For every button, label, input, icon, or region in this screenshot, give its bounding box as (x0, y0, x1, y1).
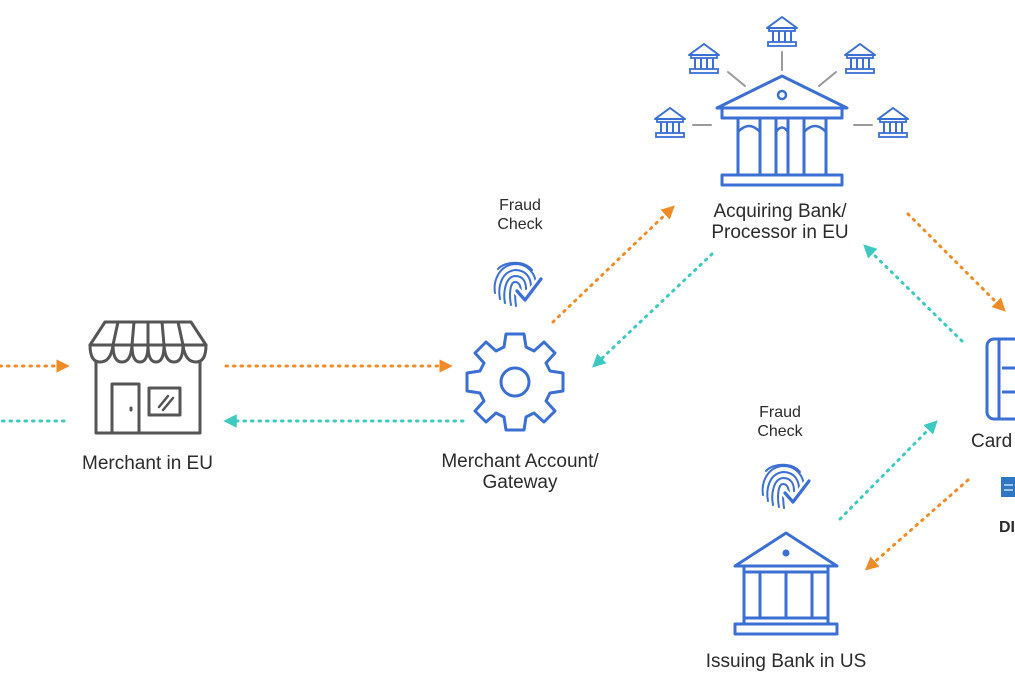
gear-icon (465, 332, 565, 432)
merchant-label: Merchant in EU (82, 453, 213, 474)
small-bank-icon (844, 43, 876, 74)
fraud-check-line2: Check (757, 423, 803, 441)
fingerprint-check-icon (495, 263, 541, 306)
fraud-check-line1: Fraud (499, 197, 541, 214)
bank-icon (715, 74, 849, 187)
arrow-network-to-issuer (864, 478, 970, 571)
gateway-label: Merchant Account/ Gateway (400, 451, 640, 494)
card-brand-logo (1001, 477, 1015, 497)
arrow-issuer-to-network (838, 420, 938, 521)
arrow-network-to-acquirer (863, 244, 964, 343)
fraud-check-line1: Fraud (759, 404, 801, 421)
gateway-label-line2: Gateway (482, 472, 558, 494)
small-bank-icon (766, 16, 798, 47)
fraud-check-label: Fraud Check (735, 403, 825, 441)
small-bank-icon (877, 107, 909, 138)
storefront-icon (88, 320, 208, 435)
small-bank-icon (654, 107, 686, 138)
fraud-check-line2: Check (497, 216, 543, 234)
arrow-acquirer-to-gateway (592, 252, 714, 368)
arrow-gateway-to-acquirer (551, 205, 675, 324)
flow-arrows (0, 205, 1006, 571)
card-network-icon (985, 337, 1015, 421)
gateway-label-line1: Merchant Account/ (441, 451, 599, 472)
bank-network-connectors (692, 51, 873, 126)
acquirer-label: Acquiring Bank/ Processor in EU (680, 201, 880, 244)
fingerprint-check-icon (763, 465, 809, 508)
fraud-check-label: Fraud Check (475, 196, 565, 234)
card-network-label: Card (971, 431, 1013, 452)
bank-icon (733, 531, 839, 636)
issuer-label: Issuing Bank in US (705, 651, 867, 672)
acquirer-label-line1: Acquiring Bank/ (713, 201, 847, 222)
arrow-acquirer-to-network (906, 212, 1006, 312)
card-network-sublabel: DI (999, 519, 1015, 536)
acquirer-label-line2: Processor in EU (711, 222, 849, 244)
small-bank-icon (688, 43, 720, 74)
